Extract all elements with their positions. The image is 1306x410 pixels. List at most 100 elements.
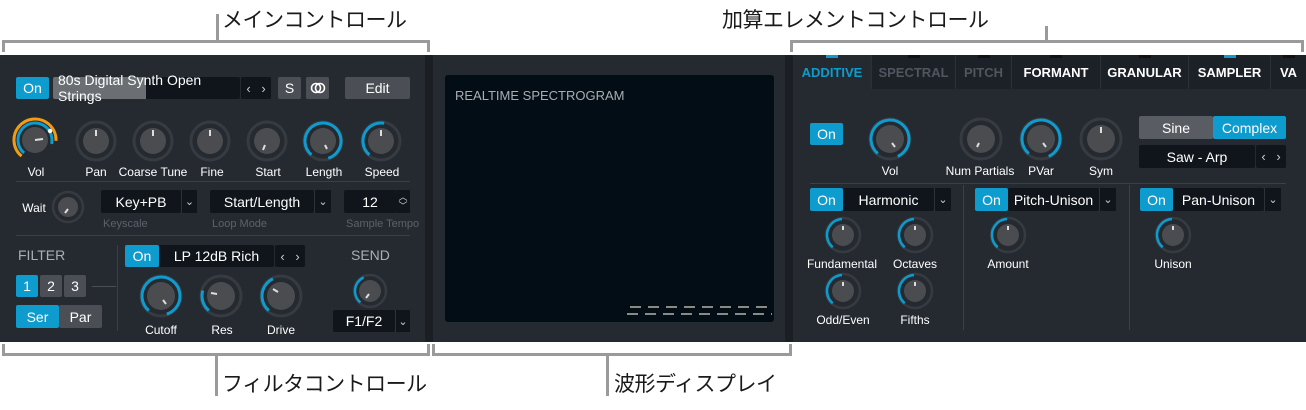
stepper-up-icon[interactable]: ︿	[398, 191, 408, 202]
preset-next-button[interactable]: ›	[261, 80, 266, 96]
filter-prev-button[interactable]: ‹	[280, 248, 285, 264]
pitch-unison-chevron-icon[interactable]: ⌄	[1099, 188, 1116, 211]
sample-tempo-caption: Sample Tempo	[346, 218, 420, 230]
keyscale-chevron-icon[interactable]: ⌄	[181, 190, 197, 213]
loop-mode-caption: Loop Mode	[212, 218, 268, 230]
wave-preset-value: Saw - Arp	[1166, 148, 1228, 165]
pitch-unison-type-field[interactable]: Pitch-Unison	[1008, 188, 1099, 211]
fine-tune-knob[interactable]	[186, 117, 234, 165]
speed-knob[interactable]	[357, 117, 405, 165]
pan-unison-chevron-icon[interactable]: ⌄	[1264, 188, 1281, 211]
edit-button[interactable]: Edit	[345, 77, 410, 99]
cutoff-label: Cutoff	[145, 323, 177, 337]
cutoff-knob[interactable]	[136, 271, 186, 321]
res-knob[interactable]	[196, 271, 246, 321]
pan-unison-on-button[interactable]: On	[1140, 188, 1173, 211]
sample-tempo-field[interactable]: 12	[344, 190, 396, 213]
link-button[interactable]	[306, 77, 329, 99]
divider	[16, 235, 410, 236]
fifths-knob[interactable]	[895, 271, 935, 311]
filter-routing-serial[interactable]: Ser	[16, 305, 59, 328]
wait-knob[interactable]	[50, 189, 86, 225]
element-on-button[interactable]: On	[810, 123, 843, 145]
preset-name-field[interactable]: 80s Digital Synth Open Strings	[53, 72, 240, 104]
keyscale-dropdown[interactable]: Key+PB	[101, 190, 181, 213]
fundamental-label: Fundamental	[806, 257, 878, 271]
tab-granular[interactable]: GRANULAR	[1101, 55, 1189, 89]
octaves-label: Octaves	[892, 257, 938, 271]
sym-knob[interactable]	[1076, 114, 1126, 164]
panel-separator	[425, 55, 433, 342]
pan-knob[interactable]	[72, 117, 120, 165]
mode-sine-button[interactable]: Sine	[1139, 116, 1213, 139]
send-target-chevron-icon[interactable]: ⌄	[395, 310, 410, 332]
mode-complex-button[interactable]: Complex	[1213, 116, 1286, 139]
filter-slot-3[interactable]: 3	[64, 275, 86, 297]
wave-preset-field[interactable]: Saw - Arp	[1139, 145, 1255, 168]
tab-spectral[interactable]: SPECTRAL	[872, 55, 956, 89]
sample-tempo-value: 12	[362, 193, 378, 210]
pitch-unison-on-button[interactable]: On	[975, 188, 1008, 211]
pan-unison-type-field[interactable]: Pan-Unison	[1173, 188, 1264, 211]
filter-type-nav: ‹ ›	[275, 245, 305, 267]
filter-type-field[interactable]: LP 12dB Rich	[159, 245, 274, 267]
num-partials-knob[interactable]	[956, 114, 1006, 164]
drive-knob[interactable]	[256, 271, 306, 321]
filter-on-button[interactable]: On	[125, 245, 159, 267]
element-vol-knob[interactable]	[865, 114, 915, 164]
fundamental-knob[interactable]	[823, 215, 863, 255]
tab-additive[interactable]: ADDITIVE	[793, 55, 872, 89]
amount-knob[interactable]	[988, 215, 1028, 255]
filter-slot-1[interactable]: 1	[16, 275, 38, 297]
filter-next-button[interactable]: ›	[295, 248, 300, 264]
callout-bracket-display	[432, 344, 792, 356]
tab-sampler[interactable]: SAMPLER	[1189, 55, 1271, 89]
loop-mode-chevron-icon[interactable]: ⌄	[314, 190, 331, 213]
send-target-value: F1/F2	[345, 313, 383, 329]
pvar-knob[interactable]	[1016, 114, 1066, 164]
res-label: Res	[211, 323, 233, 337]
sample-tempo-stepper[interactable]: ︿ ﹀	[396, 190, 410, 213]
send-knob[interactable]	[351, 272, 389, 310]
octaves-knob[interactable]	[895, 215, 935, 255]
callout-stem	[606, 354, 609, 396]
wave-preset-nav: ‹ ›	[1256, 145, 1286, 168]
filter-type-value: LP 12dB Rich	[173, 248, 260, 264]
tab-pitch[interactable]: PITCH	[956, 55, 1012, 89]
spectrogram-display: REALTIME SPECTROGRAM	[445, 75, 774, 322]
callout-filter-controls: フィルタコントロール	[222, 372, 427, 396]
coarse-tune-label: Coarse Tune	[118, 165, 188, 179]
stepper-down-icon[interactable]: ﹀	[398, 200, 408, 211]
synth-plugin-panel: On 80s Digital Synth Open Strings ‹ › S …	[0, 55, 1306, 342]
filter-routing-parallel[interactable]: Par	[59, 305, 102, 328]
callout-main-controls: メインコントロール	[222, 8, 407, 32]
unison-knob[interactable]	[1153, 215, 1193, 255]
wave-next-button[interactable]: ›	[1276, 149, 1281, 164]
length-knob[interactable]	[299, 117, 347, 165]
harmonic-on-button[interactable]: On	[810, 188, 843, 211]
solo-button[interactable]: S	[278, 77, 301, 99]
wave-prev-button[interactable]: ‹	[1261, 149, 1266, 164]
callout-stem	[1045, 26, 1048, 42]
tab-formant[interactable]: FORMANT	[1012, 55, 1101, 89]
pan-unison-type-value: Pan-Unison	[1181, 191, 1256, 208]
harmonic-type-field[interactable]: Harmonic	[843, 188, 934, 211]
speed-label: Speed	[364, 165, 400, 179]
preset-prev-button[interactable]: ‹	[246, 80, 251, 96]
divider	[963, 185, 964, 330]
odd-even-knob[interactable]	[823, 271, 863, 311]
filter-slot-2[interactable]: 2	[40, 275, 62, 297]
tab-va[interactable]: VA	[1271, 55, 1306, 89]
element-vol-label: Vol	[881, 164, 899, 178]
loop-mode-dropdown[interactable]: Start/Length	[210, 190, 314, 213]
panel-separator	[785, 55, 793, 342]
element-tab-bar: ADDITIVE SPECTRAL PITCH FORMANT GRANULAR…	[793, 55, 1306, 89]
main-on-button[interactable]: On	[16, 77, 49, 99]
vol-knob[interactable]	[10, 115, 60, 165]
coarse-tune-knob[interactable]	[129, 117, 177, 165]
length-label: Length	[305, 165, 343, 179]
start-knob[interactable]	[243, 117, 291, 165]
harmonic-chevron-icon[interactable]: ⌄	[934, 188, 951, 211]
send-title: SEND	[351, 247, 390, 263]
send-target-dropdown[interactable]: F1/F2	[333, 310, 395, 332]
